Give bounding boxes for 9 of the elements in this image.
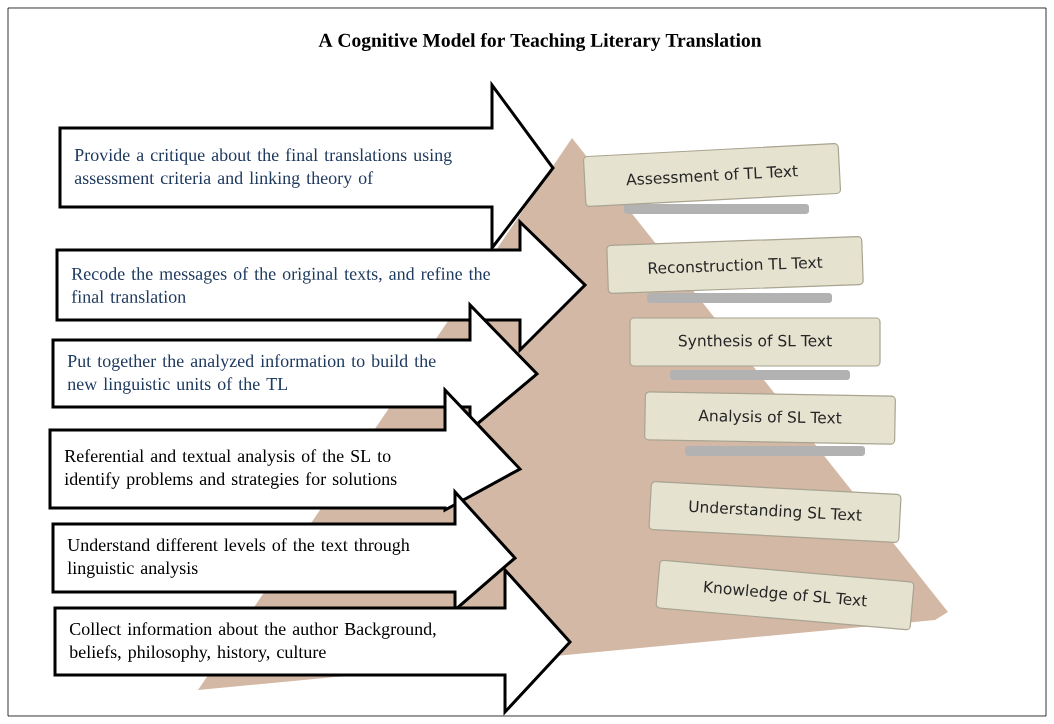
- step-box: Assessment of TL Text: [583, 142, 842, 208]
- step-box: Synthesis of SL Text: [629, 317, 881, 367]
- callout-banner: Recode the messages of the original texts, and refine the final translation: [55, 218, 588, 354]
- step-box: Analysis of SL Text: [644, 391, 896, 445]
- step-box: Knowledge of SL Text: [655, 559, 915, 631]
- step-box: Reconstruction TL Text: [606, 236, 864, 294]
- node-label: Collect information about the author Background, beliefs, philosophy, history, culture: [69, 622, 436, 662]
- step-box: Understanding SL Text: [648, 481, 902, 543]
- title: A Cognitive Model for Teaching Literary Translation: [318, 33, 762, 51]
